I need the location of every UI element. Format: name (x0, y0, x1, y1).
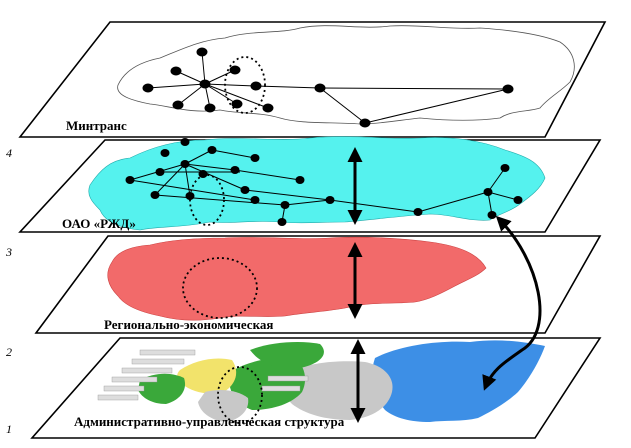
admin-region-gray-south (198, 390, 249, 422)
dotted-ellipse-icon (182, 257, 258, 319)
dotted-ellipse-icon (189, 174, 225, 226)
rzd-nodes (125, 138, 523, 226)
rzd-map (88, 136, 546, 231)
layer-rzd: 4 ОАО «РЖД» (6, 136, 602, 233)
layer-admin-label: Административно-управленческая структура (74, 414, 345, 429)
layer-admin: 2 1 Административно-управленческая струк… (6, 337, 602, 439)
double-headed-arrow-icon (347, 147, 366, 423)
rzd-links (129, 149, 519, 223)
admin-region-green-north (250, 342, 324, 369)
mintrans-map (117, 25, 575, 125)
layer-admin-number-1: 1 (6, 422, 12, 436)
layer-regional-number: 3 (5, 245, 12, 259)
regional-map (107, 236, 487, 321)
curved-arrow-icon (482, 215, 542, 391)
layer-admin-number-2: 2 (6, 345, 12, 359)
layer-rzd-number: 4 (6, 146, 12, 160)
dotted-ellipse-icon (217, 366, 263, 424)
admin-region-green (229, 357, 306, 410)
admin-legend-boxes (97, 349, 309, 401)
layer-mintrans-label: Минтранс (66, 118, 127, 133)
layer-regional-label: Регионально-экономическая (104, 317, 273, 332)
layer-mintrans: Минтранс (18, 21, 607, 138)
admin-region-yellow (177, 358, 237, 394)
layer-rzd-label: ОАО «РЖД» (62, 216, 136, 231)
layer-regional: 3 Регионально-экономическая (5, 235, 602, 334)
dotted-ellipse-icon (224, 56, 266, 114)
mintrans-nodes (142, 47, 514, 128)
